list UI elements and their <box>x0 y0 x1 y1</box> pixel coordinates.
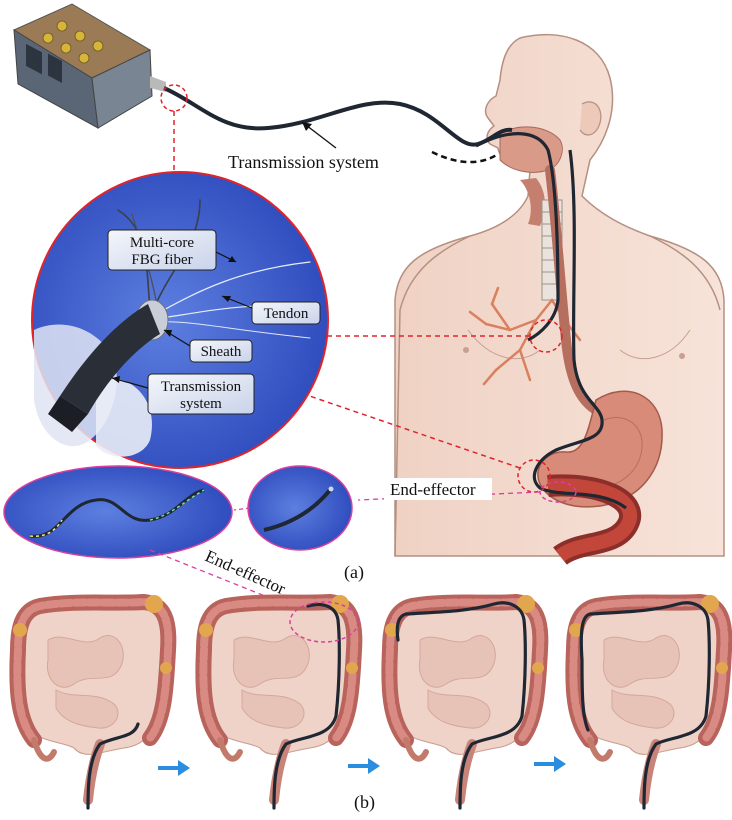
end-effector-marker-b <box>289 601 359 643</box>
endoscope-path <box>86 722 140 810</box>
colon-panel <box>9 593 177 810</box>
cable-entry-dashed <box>431 150 499 164</box>
transmission-cable <box>163 86 513 147</box>
transmission-system-label: Transmission system <box>228 152 379 172</box>
svg-text:Sheath: Sheath <box>201 344 242 360</box>
label-multi-core-fbg: Multi-core FBG fiber <box>107 229 217 271</box>
svg-text:FBG fiber: FBG fiber <box>131 252 192 268</box>
caption-b: (b) <box>354 792 375 813</box>
human-torso-illustration <box>394 33 725 566</box>
svg-text:Tendon: Tendon <box>264 306 309 322</box>
label-sheath: Sheath <box>189 339 253 363</box>
arrow-right-icon <box>534 756 566 772</box>
svg-text:Transmission: Transmission <box>161 379 242 395</box>
stomach-leader-line <box>291 389 521 469</box>
end-effector-bent-inset <box>3 465 233 559</box>
arrow-right-icon <box>158 760 190 776</box>
colon-panel <box>381 593 549 810</box>
svg-text:system: system <box>180 396 222 412</box>
arrow-right-icon <box>348 758 380 774</box>
end-effector-label-right: End-effector <box>390 480 476 499</box>
svg-text:Multi-core: Multi-core <box>130 235 194 251</box>
colon-panel <box>195 593 363 810</box>
endoscope-path <box>272 602 341 810</box>
actuation-unit <box>12 3 166 129</box>
endoscope-path <box>395 601 527 810</box>
detail-marker-circle <box>160 84 188 112</box>
end-effector-label-bg <box>384 478 492 500</box>
caption-a: (a) <box>344 562 364 583</box>
stomach-marker-circle <box>517 459 551 493</box>
colon-panel <box>565 593 732 810</box>
label-tendon: Tendon <box>251 301 321 325</box>
colonoscopy-sequence <box>9 593 732 810</box>
label-transmission-system-inset: Transmission system <box>147 373 255 415</box>
end-effector-label-diagonal: End-effector <box>202 546 288 598</box>
endoscope-path <box>579 601 711 810</box>
end-effector-straight-inset <box>247 465 353 551</box>
